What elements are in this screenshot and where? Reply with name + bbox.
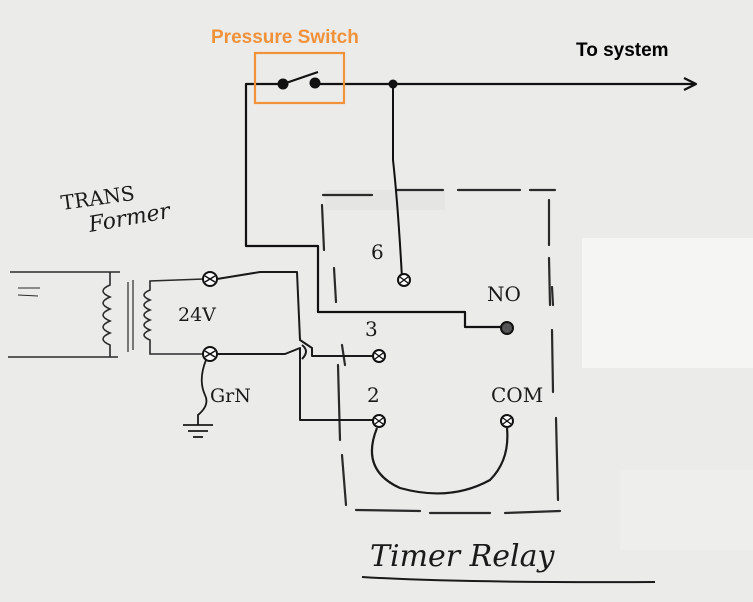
- terminal-com-label: COM: [491, 383, 543, 407]
- low-voltage-wires: [216, 271, 375, 421]
- terminal-6-screw: [397, 273, 411, 287]
- terminal-3-screw: [372, 349, 386, 363]
- transformer-coil-icon: [8, 271, 205, 358]
- switch-contact-icon: [277, 70, 321, 90]
- terminal-com-screw: [500, 414, 514, 428]
- terminal-2-screw: [372, 414, 386, 428]
- terminal-no-label: NO: [487, 282, 521, 306]
- title-underline: [361, 576, 656, 584]
- relay-terminals: [372, 273, 514, 428]
- voltage-label: 24V: [178, 304, 216, 326]
- terminal-no-screw: [500, 321, 514, 335]
- ground-label: GrN: [210, 385, 251, 407]
- terminal-6-label: 6: [371, 240, 384, 264]
- control-wire: [244, 77, 698, 329]
- junction-dot: [388, 79, 398, 89]
- pressure-switch-label: Pressure Switch: [211, 27, 359, 48]
- timer-relay-label: Timer Relay: [370, 539, 556, 574]
- terminal-3-label: 3: [365, 317, 378, 341]
- to-system-label: To system: [576, 40, 669, 61]
- ground-symbol-icon: [183, 359, 213, 438]
- pressure-switch: [253, 51, 346, 105]
- wire-to-terminal-6: [392, 84, 403, 279]
- terminal-2-label: 2: [367, 383, 380, 407]
- timer-relay-housing: [320, 188, 562, 515]
- jumper-wire-2-com: [370, 427, 509, 495]
